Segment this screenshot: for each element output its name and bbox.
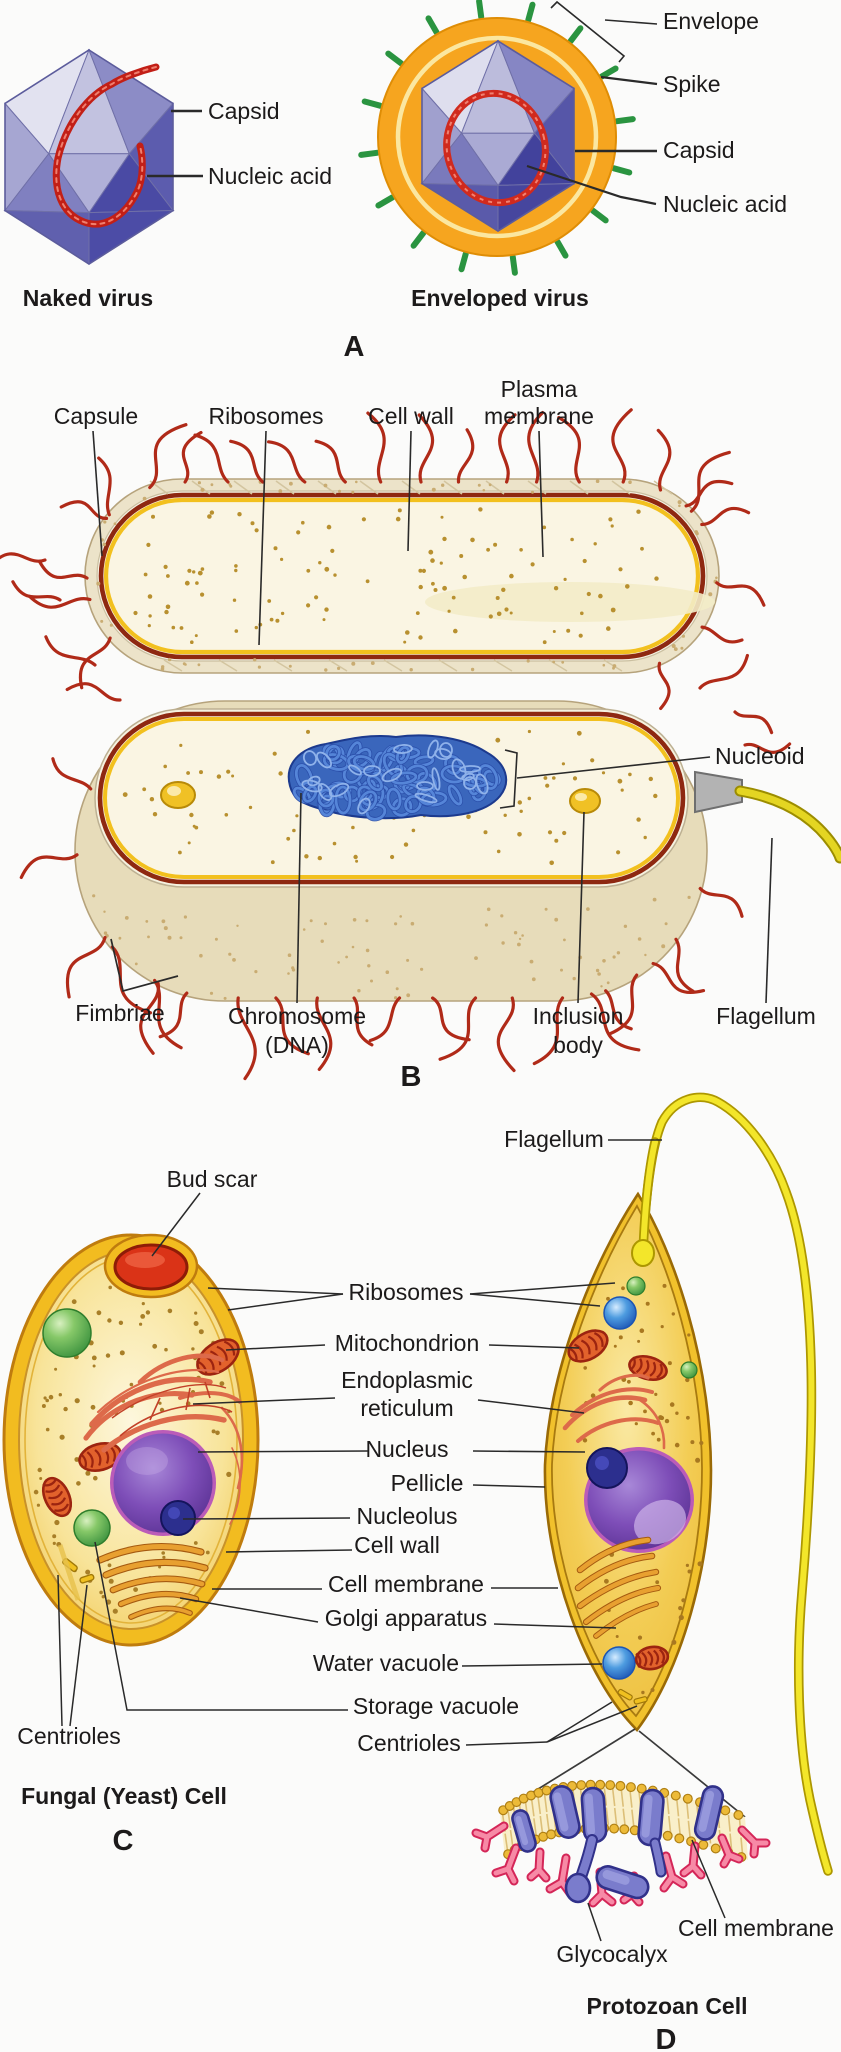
svg-text:Enveloped virus: Enveloped virus (411, 285, 589, 311)
svg-text:Centrioles: Centrioles (17, 1723, 121, 1749)
svg-text:B: B (401, 1061, 422, 1093)
svg-text:Nucleic acid: Nucleic acid (663, 191, 787, 217)
svg-text:Fungal (Yeast) Cell: Fungal (Yeast) Cell (21, 1783, 227, 1809)
svg-text:Glycocalyx: Glycocalyx (556, 1941, 668, 1967)
svg-text:Flagellum: Flagellum (504, 1126, 604, 1152)
svg-text:Cell membrane: Cell membrane (678, 1915, 834, 1941)
svg-text:Endoplasmic: Endoplasmic (341, 1367, 473, 1393)
svg-text:Mitochondrion: Mitochondrion (335, 1330, 479, 1356)
svg-text:D: D (656, 2024, 677, 2052)
svg-text:Fimbriae: Fimbriae (75, 1000, 164, 1026)
svg-text:Nucleic acid: Nucleic acid (208, 163, 332, 189)
svg-text:Ribosomes: Ribosomes (208, 403, 323, 429)
svg-text:body: body (553, 1032, 603, 1058)
svg-text:Nucleolus: Nucleolus (357, 1503, 458, 1529)
svg-text:Protozoan Cell: Protozoan Cell (586, 1993, 747, 2019)
svg-text:Bud scar: Bud scar (167, 1166, 258, 1192)
svg-text:Storage vacuole: Storage vacuole (353, 1693, 519, 1719)
svg-text:Naked virus: Naked virus (23, 285, 153, 311)
svg-text:(DNA): (DNA) (265, 1032, 329, 1058)
svg-text:Capsid: Capsid (663, 137, 735, 163)
svg-text:Nucleoid: Nucleoid (715, 743, 805, 769)
svg-text:Golgi apparatus: Golgi apparatus (325, 1605, 487, 1631)
svg-text:Capsule: Capsule (54, 403, 138, 429)
svg-text:Capsid: Capsid (208, 98, 280, 124)
svg-text:Cell wall: Cell wall (354, 1532, 440, 1558)
svg-text:Chromosome: Chromosome (228, 1003, 366, 1029)
svg-text:Water vacuole: Water vacuole (313, 1650, 459, 1676)
svg-text:membrane: membrane (484, 403, 594, 429)
svg-text:Spike: Spike (663, 71, 721, 97)
svg-text:Inclusion: Inclusion (533, 1003, 624, 1029)
svg-text:Cell wall: Cell wall (368, 403, 454, 429)
svg-text:Ribosomes: Ribosomes (348, 1279, 463, 1305)
svg-text:Envelope: Envelope (663, 8, 759, 34)
svg-text:Cell membrane: Cell membrane (328, 1571, 484, 1597)
svg-text:Nucleus: Nucleus (365, 1436, 448, 1462)
svg-text:Plasma: Plasma (501, 376, 578, 402)
svg-text:Flagellum: Flagellum (716, 1003, 816, 1029)
svg-text:reticulum: reticulum (360, 1395, 453, 1421)
svg-text:Pellicle: Pellicle (391, 1470, 464, 1496)
svg-text:C: C (113, 1825, 134, 1857)
svg-text:A: A (344, 331, 365, 363)
svg-text:Centrioles: Centrioles (357, 1730, 461, 1756)
